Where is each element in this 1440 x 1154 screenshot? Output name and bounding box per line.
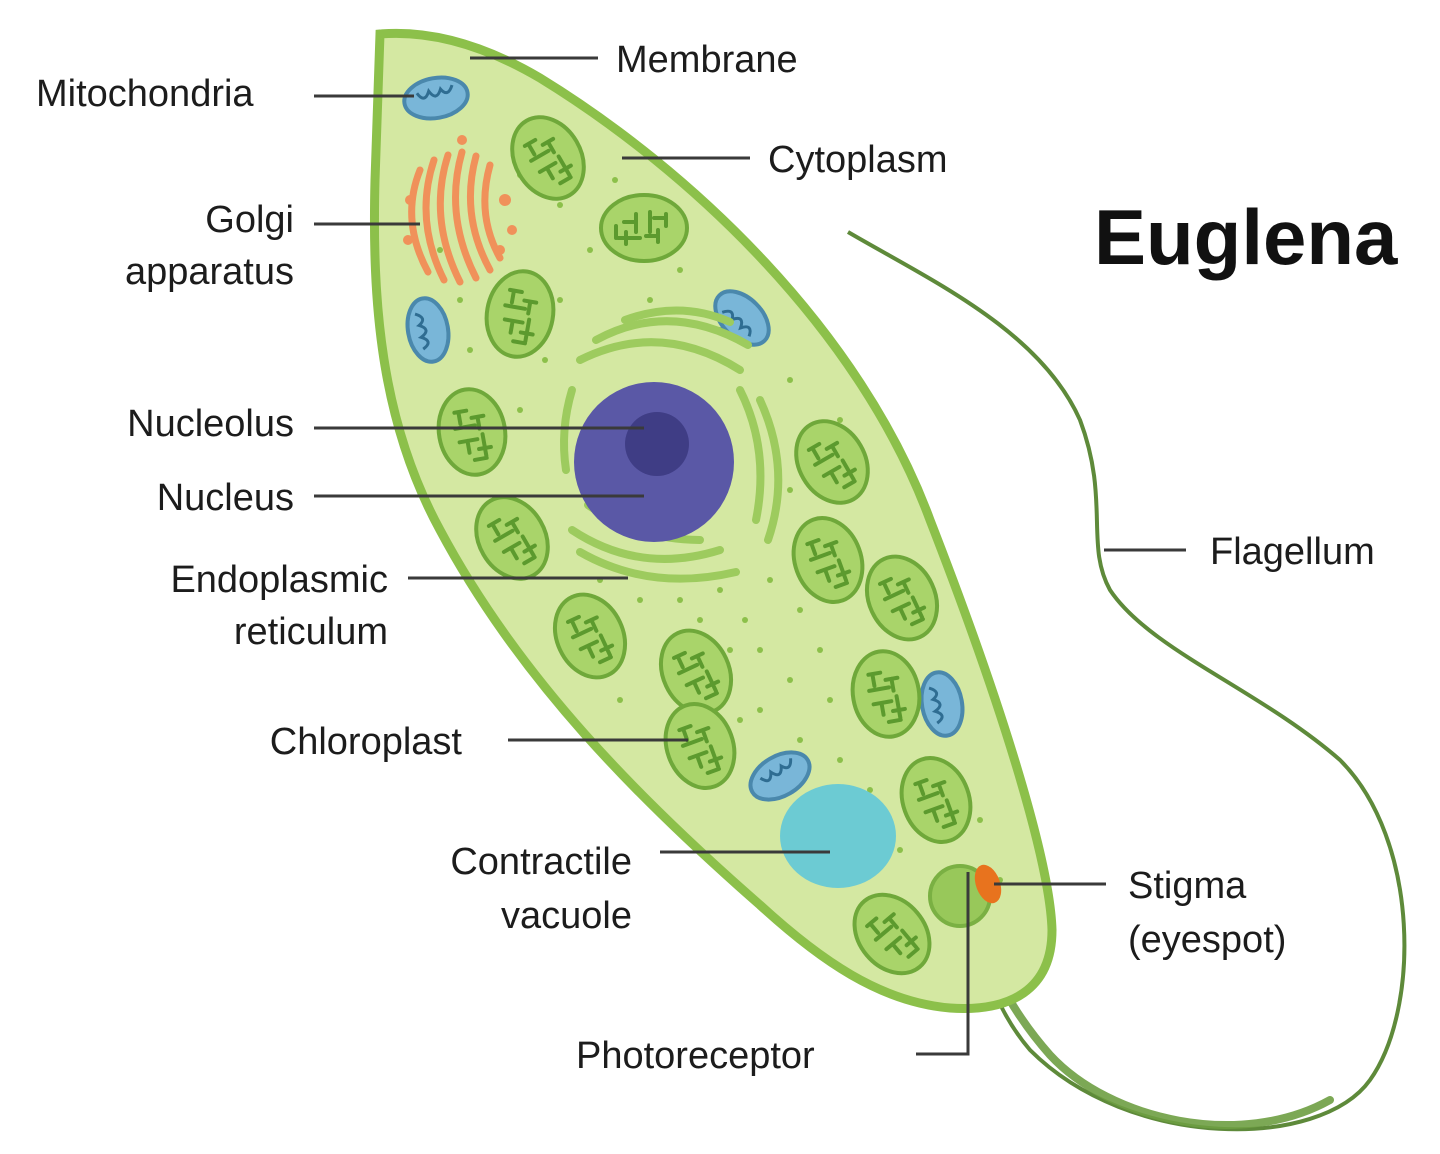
label-golgi-line2: apparatus [125, 251, 294, 293]
label-stigma-line2: (eyespot) [1128, 919, 1286, 961]
cell-body [369, 28, 1057, 1013]
label-stigma-line1: Stigma [1128, 865, 1247, 907]
leader-photoreceptor [916, 872, 970, 1056]
chloroplast [599, 193, 689, 263]
label-flagellum: Flagellum [1210, 531, 1375, 573]
nucleolus [625, 412, 689, 476]
label-er-line2: reticulum [234, 611, 388, 653]
flagellum [846, 230, 1407, 1132]
label-mitochondria: Mitochondria [36, 73, 254, 115]
label-er-line1: Endoplasmic [170, 559, 388, 601]
label-vacuole-line1: Contractile [450, 841, 632, 883]
label-nucleus: Nucleus [157, 477, 294, 519]
label-golgi-line1: Golgi [205, 199, 294, 241]
label-vacuole-line2: vacuole [501, 895, 632, 937]
stigma [974, 864, 1002, 904]
diagram-title: Euglena [1094, 193, 1398, 281]
golgi-vesicles [403, 135, 517, 255]
label-cytoplasm: Cytoplasm [768, 139, 948, 181]
contractile-vacuole [780, 784, 896, 888]
label-nucleolus: Nucleolus [127, 403, 294, 445]
label-chloroplast: Chloroplast [270, 721, 463, 763]
label-membrane: Membrane [616, 39, 798, 81]
label-photoreceptor: Photoreceptor [576, 1035, 815, 1077]
